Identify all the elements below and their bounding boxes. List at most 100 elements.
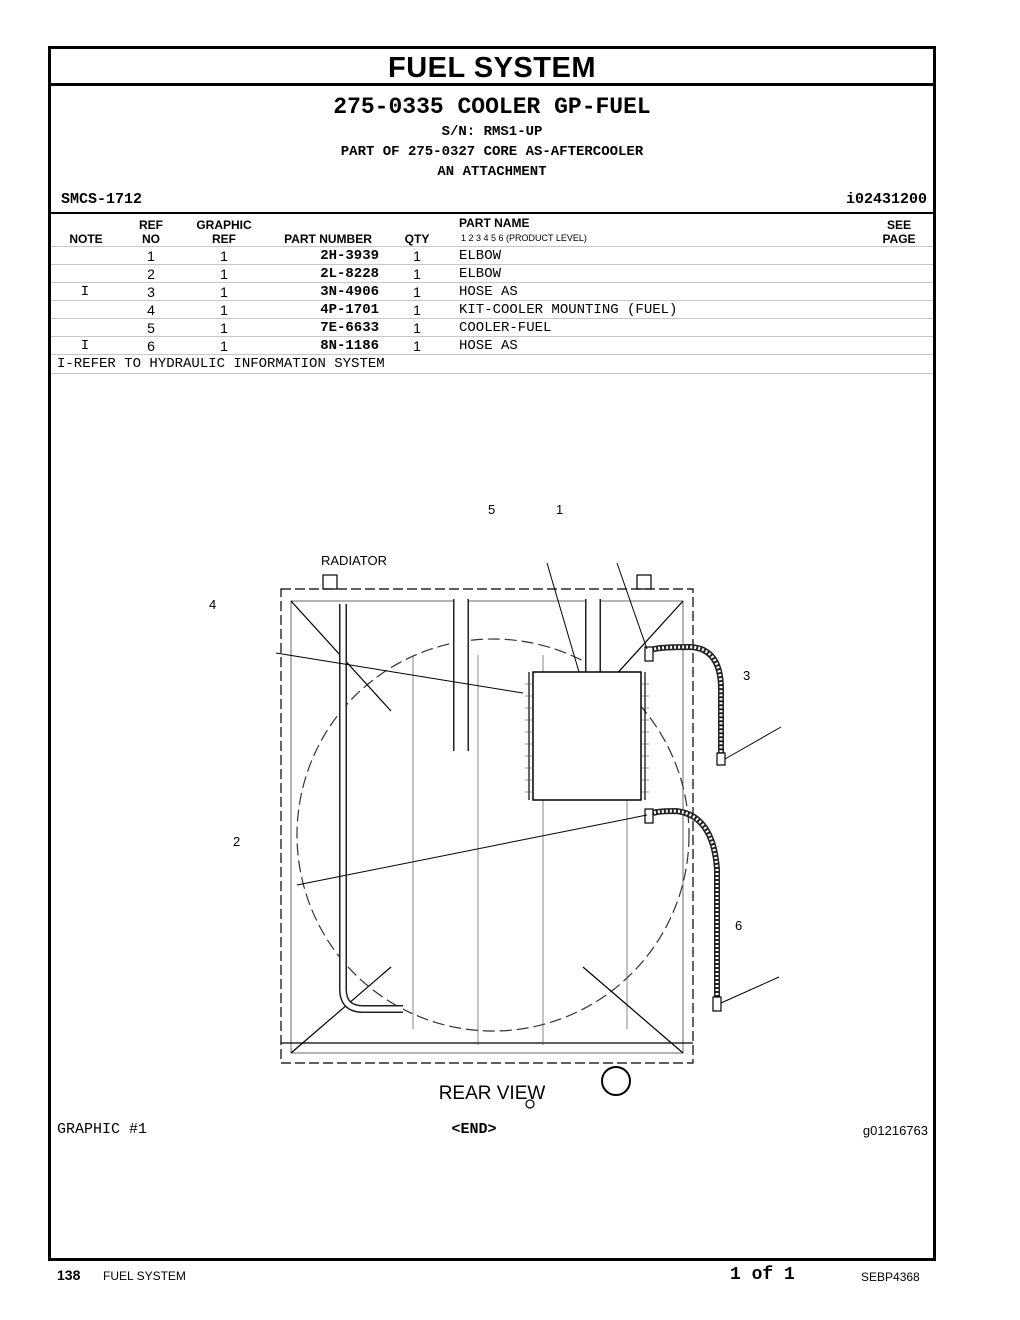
ref-no-cell: 5 — [147, 320, 155, 336]
table-row: 2 1 2L-8228 1 ELBOW — [51, 264, 933, 283]
graphic-ref-cell: 1 — [220, 338, 228, 354]
footnote: I-REFER TO HYDRAULIC INFORMATION SYSTEM — [57, 356, 385, 372]
graphic-number: GRAPHIC #1 — [57, 1121, 148, 1138]
illustration-id: i02431200 — [845, 191, 927, 208]
ref-no-cell: 4 — [147, 302, 155, 318]
ref-no-cell: 3 — [147, 284, 155, 300]
graphic-ref-cell: 1 — [220, 266, 228, 282]
footer-doc-id: SEBP4368 — [861, 1270, 920, 1284]
note-cell: I — [80, 338, 90, 354]
part-name-cell: ELBOW — [459, 266, 502, 282]
col-part-number: PART NUMBER — [284, 232, 372, 246]
radiator-inner-frame — [290, 600, 684, 1054]
hose-upper — [648, 643, 724, 757]
part-name-cell: ELBOW — [459, 248, 502, 264]
col-graphic-bottom: REF — [212, 232, 236, 246]
smcs-code: SMCS-1712 — [61, 191, 143, 208]
callout-3: 3 — [743, 668, 751, 683]
ref-no-cell: 1 — [147, 248, 155, 264]
part-name-cell: KIT-COOLER MOUNTING (FUEL) — [459, 302, 678, 318]
section-title: FUEL SYSTEM — [51, 49, 933, 86]
callout-5: 5 — [488, 502, 496, 517]
graphic-ref-cell: 1 — [220, 284, 228, 300]
row-divider — [51, 354, 933, 355]
part-number-cell: 2L-8228 — [320, 266, 379, 282]
note-cell: I — [80, 284, 90, 300]
table-row: I 6 1 8N-1186 1 HOSE AS — [51, 336, 933, 355]
qty-cell: 1 — [413, 320, 421, 336]
radiator-label: RADIATOR — [321, 553, 387, 568]
leader-5 — [546, 562, 580, 673]
fan-shroud — [296, 638, 690, 1032]
drain-plug — [525, 1099, 535, 1109]
view-label: REAR VIEW — [438, 1083, 546, 1104]
col-graphic-top: GRAPHIC — [196, 218, 252, 232]
graphic-ref-cell: 1 — [220, 248, 228, 264]
footer-section: FUEL SYSTEM — [103, 1269, 186, 1283]
col-ref-top: REF — [139, 218, 163, 232]
brace-bottom-right — [582, 966, 684, 1054]
end-marker: <END> — [451, 1121, 497, 1138]
leader-2 — [296, 814, 648, 886]
leader-6 — [720, 976, 780, 1004]
hose-lower — [648, 807, 720, 1001]
table-row: 4 1 4P-1701 1 KIT-COOLER MOUNTING (FUEL) — [51, 300, 933, 319]
part-number-cell: 7E-6633 — [320, 320, 379, 336]
leader-4 — [275, 652, 524, 694]
footer-page-number: 138 — [57, 1267, 81, 1283]
qty-cell: 1 — [413, 284, 421, 300]
group-title: 275-0335 COOLER GP-FUEL — [333, 94, 651, 120]
callout-1: 1 — [556, 502, 564, 517]
ref-no-cell: 6 — [147, 338, 155, 354]
table-row: 1 1 2H-3939 1 ELBOW — [51, 246, 933, 265]
part-name-cell: HOSE AS — [459, 338, 518, 354]
part-number-cell: 4P-1701 — [320, 302, 379, 318]
product-levels: 1 2 3 4 5 6 (PRODUCT LEVEL) — [461, 233, 587, 243]
ref-no-cell: 2 — [147, 266, 155, 282]
qty-cell: 1 — [413, 302, 421, 318]
part-of-line: PART OF 275-0327 CORE AS-AFTERCOOLER — [340, 144, 644, 160]
callout-6: 6 — [735, 918, 743, 933]
part-number-cell: 8N-1186 — [320, 338, 379, 354]
brace-bottom-left — [290, 966, 392, 1054]
callout-2: 2 — [233, 834, 241, 849]
col-part-name: PART NAME — [459, 216, 530, 230]
fuel-cooler-body — [532, 671, 642, 801]
graphic-ref-cell: 1 — [220, 302, 228, 318]
radiator-frame — [280, 588, 694, 1064]
qty-cell: 1 — [413, 338, 421, 354]
col-see-bottom: PAGE — [882, 232, 916, 246]
part-name-cell: HOSE AS — [459, 284, 518, 300]
attachment-line: AN ATTACHMENT — [437, 164, 547, 180]
bottom-outlet — [601, 1066, 631, 1096]
col-ref-bottom: NO — [142, 232, 160, 246]
hose-end-upper — [716, 752, 726, 766]
footer-page-count: 1 of 1 — [730, 1265, 795, 1285]
part-number-cell: 2H-3939 — [320, 248, 379, 264]
col-qty: QTY — [404, 232, 430, 246]
callout-4: 4 — [209, 597, 217, 612]
leader-1 — [616, 562, 648, 650]
header-divider — [51, 212, 933, 214]
elbow-upper — [644, 646, 654, 662]
radiator-rear-view-drawing — [275, 562, 782, 1109]
top-cap-right — [636, 574, 652, 590]
col-see-top: SEE — [886, 218, 911, 232]
footnote-divider — [51, 373, 933, 374]
part-name-cell: COOLER-FUEL — [459, 320, 552, 336]
table-row: I 3 1 3N-4906 1 HOSE AS — [51, 282, 933, 301]
hose-end-lower — [712, 996, 722, 1012]
serial-range: S/N: RMS1-UP — [441, 124, 543, 140]
leader-3 — [724, 726, 782, 760]
graphic-ref-cell: 1 — [220, 320, 228, 336]
elbow-lower — [644, 808, 654, 824]
page-frame: FUEL SYSTEM 275-0335 COOLER GP-FUEL S/N:… — [48, 46, 936, 1261]
qty-cell: 1 — [413, 248, 421, 264]
top-cap-left — [322, 574, 338, 590]
part-number-cell: 3N-4906 — [320, 284, 379, 300]
col-note: NOTE — [69, 232, 103, 246]
left-pipe — [339, 604, 403, 1013]
table-row: 5 1 7E-6633 1 COOLER-FUEL — [51, 318, 933, 337]
graphic-id: g01216763 — [862, 1123, 928, 1138]
qty-cell: 1 — [413, 266, 421, 282]
